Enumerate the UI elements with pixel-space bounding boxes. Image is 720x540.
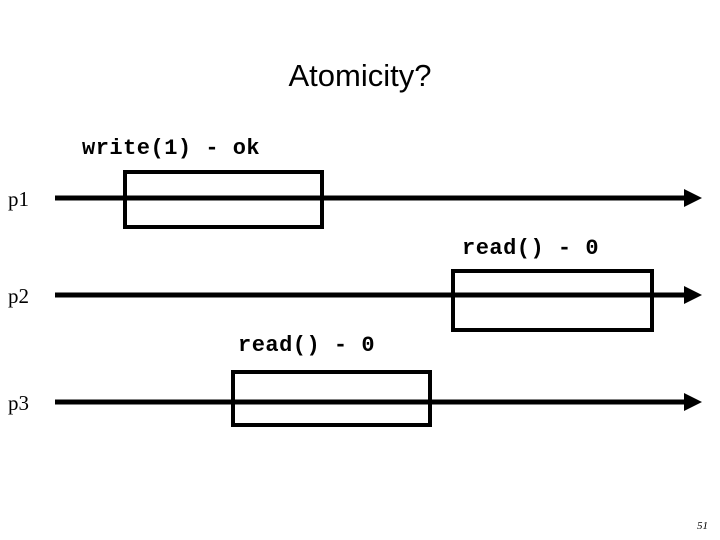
process-label-p1: p1 xyxy=(8,187,29,211)
timeline-p2 xyxy=(55,269,702,332)
timeline-arrowhead-p2 xyxy=(684,286,702,304)
operation-box-p2 xyxy=(451,269,654,332)
operation-box-p3 xyxy=(231,370,432,427)
process-label-p3: p3 xyxy=(8,391,29,415)
timeline-arrowhead-p3 xyxy=(684,393,702,411)
operation-label-p1: write(1) - ok xyxy=(82,136,261,161)
process-label-p2: p2 xyxy=(8,284,29,308)
operation-box-p1 xyxy=(123,170,324,229)
operation-label-p3: read() - 0 xyxy=(238,333,376,358)
timeline-p1 xyxy=(55,170,702,229)
operation-label-p2: read() - 0 xyxy=(462,236,600,261)
timeline-p3 xyxy=(55,370,702,427)
page-title: Atomicity? xyxy=(288,58,432,93)
timeline-arrowhead-p1 xyxy=(684,189,702,207)
page-number: 51 xyxy=(697,520,708,532)
